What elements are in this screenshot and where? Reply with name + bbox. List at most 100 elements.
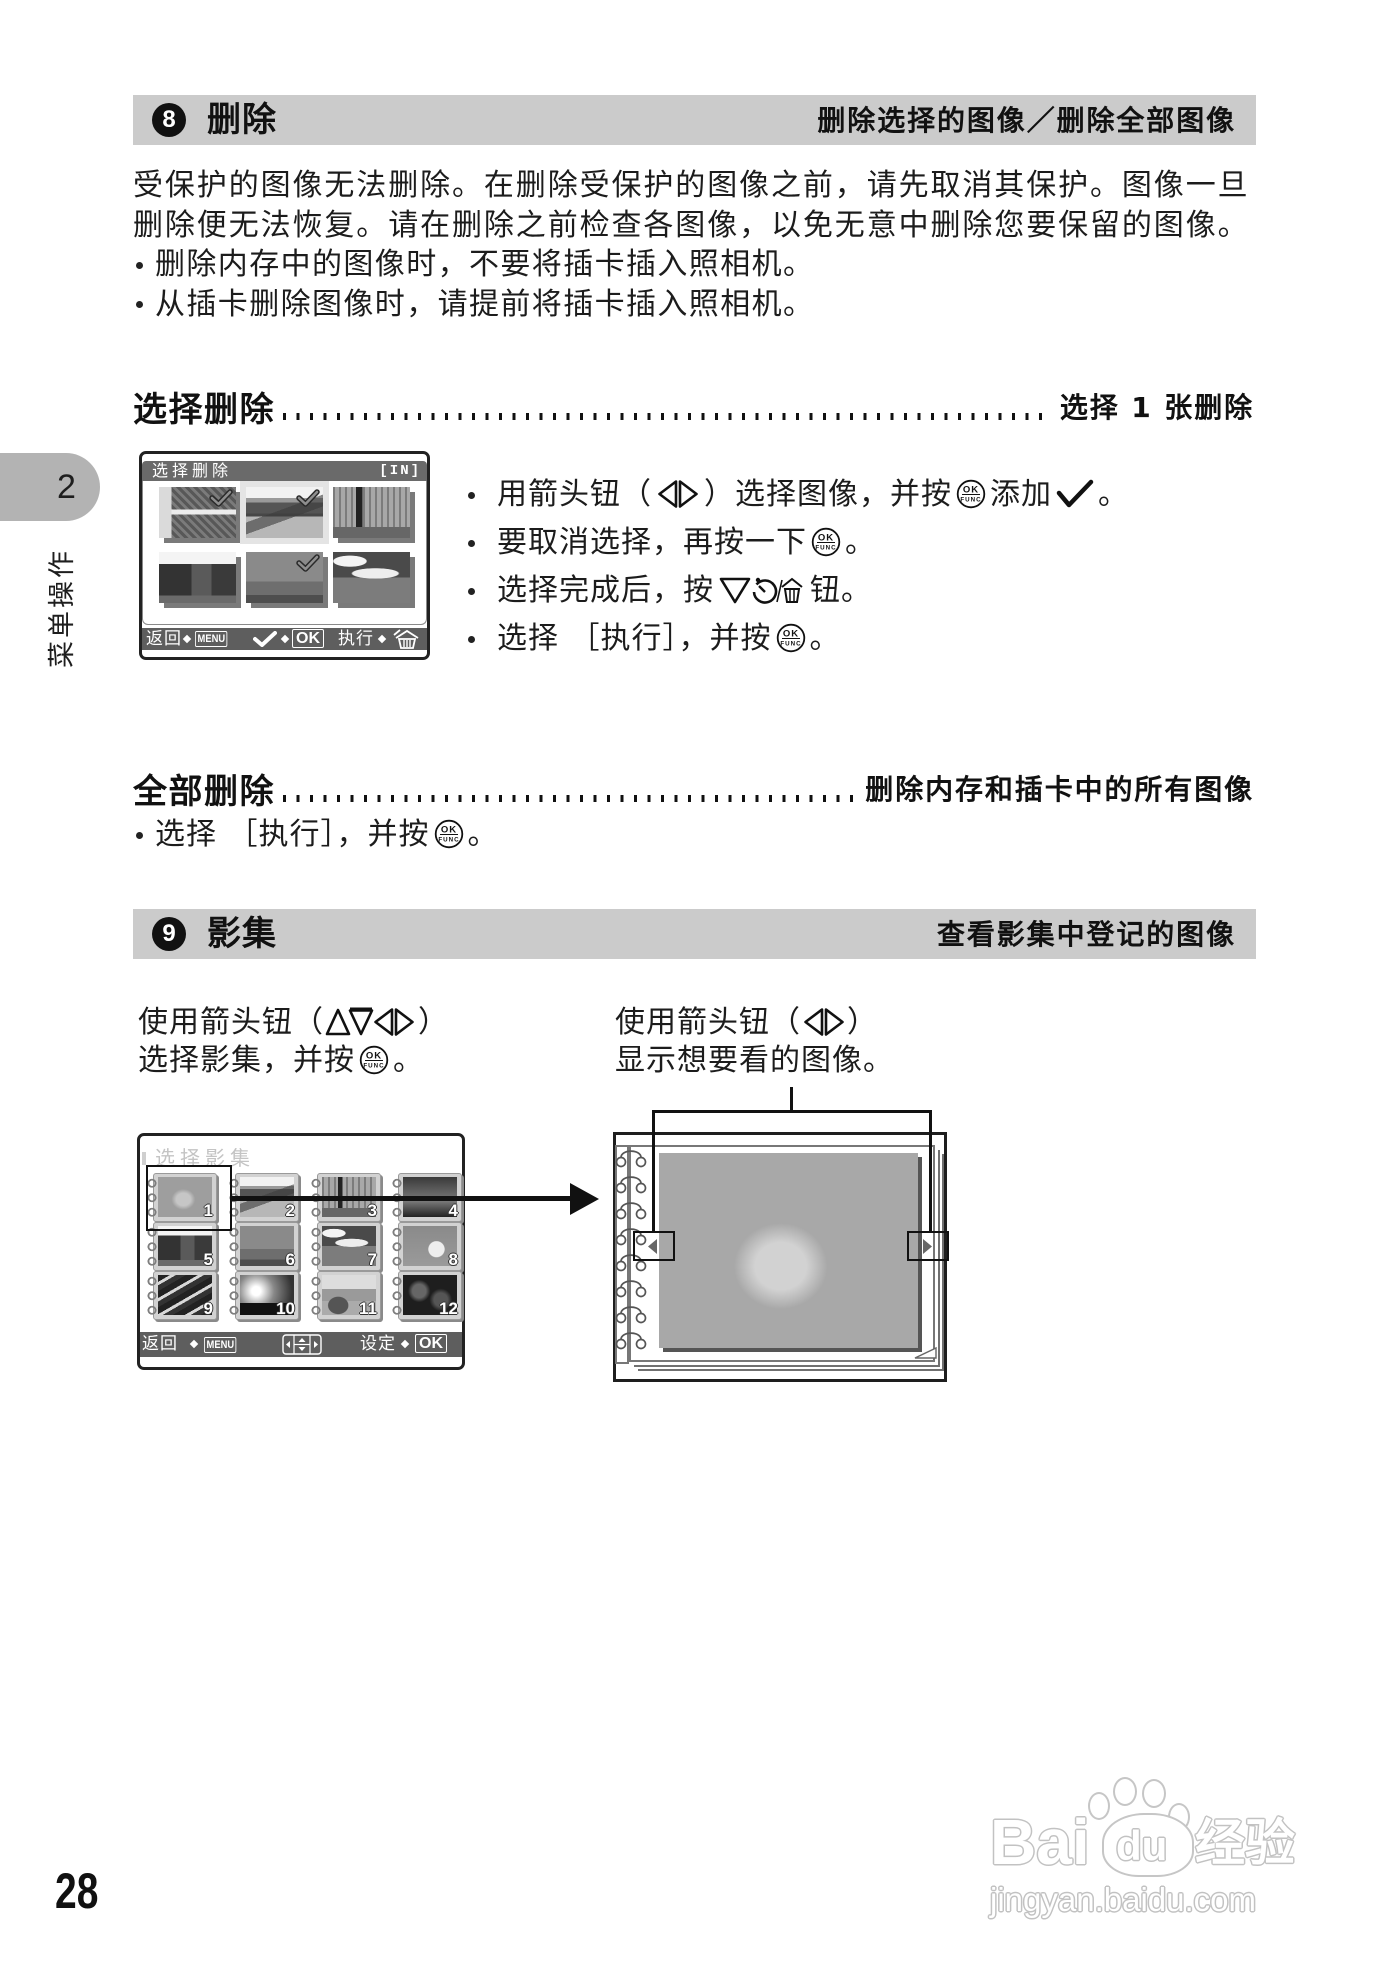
instruction-text: 选择影集，并按	[138, 1043, 355, 1078]
page-number: 28	[55, 1863, 99, 1919]
section-header-album: 9 影集 查看影集中登记的图像	[133, 909, 1256, 959]
screen-title: 选择删除	[152, 461, 233, 480]
album-cover-image	[403, 1226, 457, 1266]
subsection-summary: 选择 1 张删除	[1059, 391, 1254, 424]
dot-leader	[283, 413, 1048, 420]
bullet-dot	[468, 588, 475, 595]
paw-toe-icon	[1088, 1792, 1110, 1820]
binder-rings-icon	[146, 1176, 158, 1220]
binder-rings-icon	[310, 1225, 322, 1269]
callout-bracket-left	[652, 1110, 655, 1231]
screen-title-bar: 选择删除 [IN]	[142, 461, 427, 481]
step-text: 选择完成后，按	[497, 573, 714, 608]
svg-text:OK: OK	[782, 628, 798, 639]
album-cover-image	[158, 1275, 212, 1315]
camera-screen-select-delete: 选择删除 [IN] 返回 MENU OK 执行	[139, 451, 430, 660]
paw-toe-icon	[1113, 1777, 1137, 1806]
intro-line: 删除便无法恢复。请在删除之前检查各图像，以免无意中删除您要保留的图像。	[133, 207, 1250, 243]
next-image-indicator	[907, 1231, 949, 1261]
thumbnail-image	[240, 481, 329, 544]
album-number: 3	[367, 1201, 377, 1220]
album-item: 9	[146, 1271, 217, 1320]
subsection-title: 全部删除	[133, 771, 275, 812]
four-way-arrow-pad-icon	[282, 1334, 322, 1355]
binder-rings-icon	[391, 1274, 403, 1318]
step-text: 。	[845, 525, 876, 560]
bullet-dot	[136, 261, 143, 269]
trash-icon	[393, 629, 419, 649]
instruction-text: 。	[393, 1043, 424, 1078]
album-view-instruction: 使用箭头钮（） 显示想要看的图像。	[615, 1004, 894, 1080]
checkmark-icon	[209, 489, 233, 507]
screen-footer-bar: 返回 MENU 设定 OK	[140, 1332, 462, 1357]
binder-rings-icon	[615, 1150, 647, 1350]
instruction-text: 使用箭头钮（	[138, 1005, 324, 1040]
ok-key-icon: OK	[415, 1334, 447, 1353]
arrow-separator-icon	[377, 634, 387, 644]
svg-text:OK: OK	[818, 532, 834, 543]
album-number: 4	[448, 1201, 458, 1220]
thumbnail-image	[333, 487, 410, 538]
footer-set-label: 设定	[360, 1334, 396, 1354]
paw-logo-icon	[1102, 1813, 1194, 1877]
instruction-line: 使用箭头钮（）	[615, 1004, 894, 1042]
watermark-brand-du: du	[1116, 1822, 1168, 1869]
album-item: 7	[310, 1222, 381, 1271]
subsection-summary: 删除内存和插卡中的所有图像	[865, 773, 1254, 806]
album-number: 11	[359, 1299, 377, 1318]
section-title: 删除	[207, 100, 277, 140]
paw-toe-icon	[1142, 1779, 1166, 1808]
watermark-brand-text: Bai	[990, 1806, 1090, 1878]
watermark-brand-cn: 经验	[1195, 1815, 1295, 1871]
chapter-tab: 2	[0, 453, 100, 521]
album-cover-image	[322, 1275, 376, 1315]
bullet-dot	[468, 540, 475, 547]
section-subtitle: 删除选择的图像／删除全部图像	[817, 104, 1236, 137]
instruction-text: 使用箭头钮（	[615, 1005, 801, 1040]
menu-key-icon: MENU	[195, 631, 228, 647]
binder-rings-icon	[228, 1274, 240, 1318]
binder-rings-icon	[391, 1225, 403, 1269]
step-text: 。	[467, 817, 499, 852]
dot-leader	[283, 795, 854, 802]
album-cover-image	[240, 1275, 294, 1315]
memory-indicator: [IN]	[379, 463, 421, 479]
album-cover-image	[158, 1226, 212, 1266]
album-number: 6	[285, 1250, 295, 1269]
note-item: 删除内存中的图像时，不要将插卡插入照相机。	[133, 245, 1250, 285]
previous-image-indicator	[633, 1231, 675, 1261]
album-cover-image	[240, 1226, 294, 1266]
thumbnail-image	[246, 552, 323, 603]
up-down-left-right-arrow-buttons-icon	[325, 1007, 414, 1036]
checkmark-icon	[296, 489, 320, 507]
thumbnail-image	[159, 487, 236, 538]
binder-rings-icon	[310, 1274, 322, 1318]
binder-rings-icon	[146, 1225, 158, 1269]
checkmark-icon	[1056, 479, 1094, 507]
album-number: 1	[203, 1201, 213, 1220]
screen-footer-bar: 返回 MENU OK 执行	[142, 628, 427, 650]
down-selftimer-erase-button-icon	[719, 577, 803, 604]
page-curl-icon	[914, 1346, 937, 1359]
camera-screen-album-select: 选择影集 1 2 3 4 5 6 7 8 9 10 11 12 返回 MENU …	[137, 1133, 465, 1370]
binder-rings-icon	[146, 1274, 158, 1318]
bullet-dot	[136, 832, 143, 839]
arrow-separator-icon	[280, 634, 290, 644]
intro-paragraph: 受保护的图像无法删除。在删除受保护的图像之前，请先取消其保护。图像一旦 删除便无…	[133, 166, 1250, 324]
checkmark-icon	[296, 554, 320, 572]
svg-text:FUNC: FUNC	[780, 640, 801, 647]
arrow-right-icon	[570, 1183, 599, 1215]
step-text: 钮。	[810, 573, 872, 608]
svg-text:FUNC: FUNC	[960, 496, 981, 503]
svg-text:FUNC: FUNC	[438, 836, 459, 843]
album-item: 10	[228, 1271, 299, 1320]
album-number: 5	[203, 1250, 213, 1269]
checkmark-icon	[253, 631, 277, 647]
